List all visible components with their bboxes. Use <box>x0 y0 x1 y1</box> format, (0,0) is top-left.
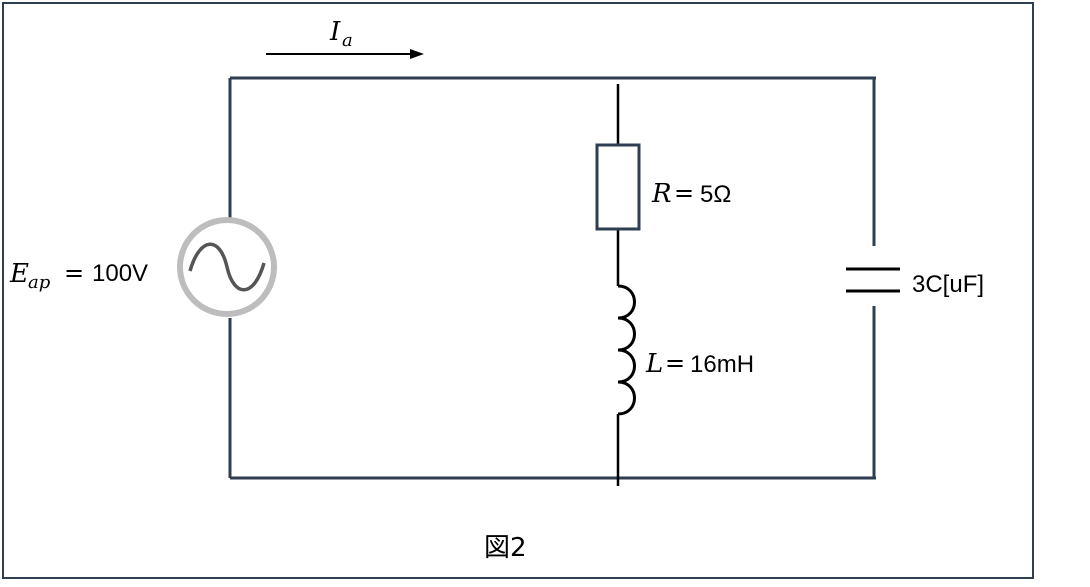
source-symbol: E <box>9 259 29 289</box>
source-subscript: ap <box>28 272 51 293</box>
resistor-equals: = <box>674 179 694 207</box>
capacitor-value: 3C[uF] <box>912 271 984 298</box>
figure-caption: 図2 <box>484 533 527 563</box>
figure-frame <box>2 2 1034 579</box>
capacitor-symbol <box>846 267 900 293</box>
current-arrow-head <box>410 49 424 59</box>
source-value: 100V <box>92 260 148 287</box>
inductor-equals: = <box>665 349 685 377</box>
sine-wave-icon <box>188 242 266 292</box>
source-equals: = <box>64 259 84 287</box>
ac-source-symbol <box>177 217 277 317</box>
current-symbol: I <box>329 17 341 47</box>
resistor-symbol <box>595 143 641 231</box>
wires <box>228 76 876 480</box>
current-arrow <box>266 49 424 59</box>
inductor-symbol-label: L <box>645 349 663 379</box>
current-subscript: a <box>342 30 353 51</box>
resistor-value: 5Ω <box>700 181 731 208</box>
resistor-symbol-label: R <box>651 179 672 209</box>
inductor-symbol <box>617 284 636 416</box>
inductor-value: 16mH <box>690 351 754 378</box>
